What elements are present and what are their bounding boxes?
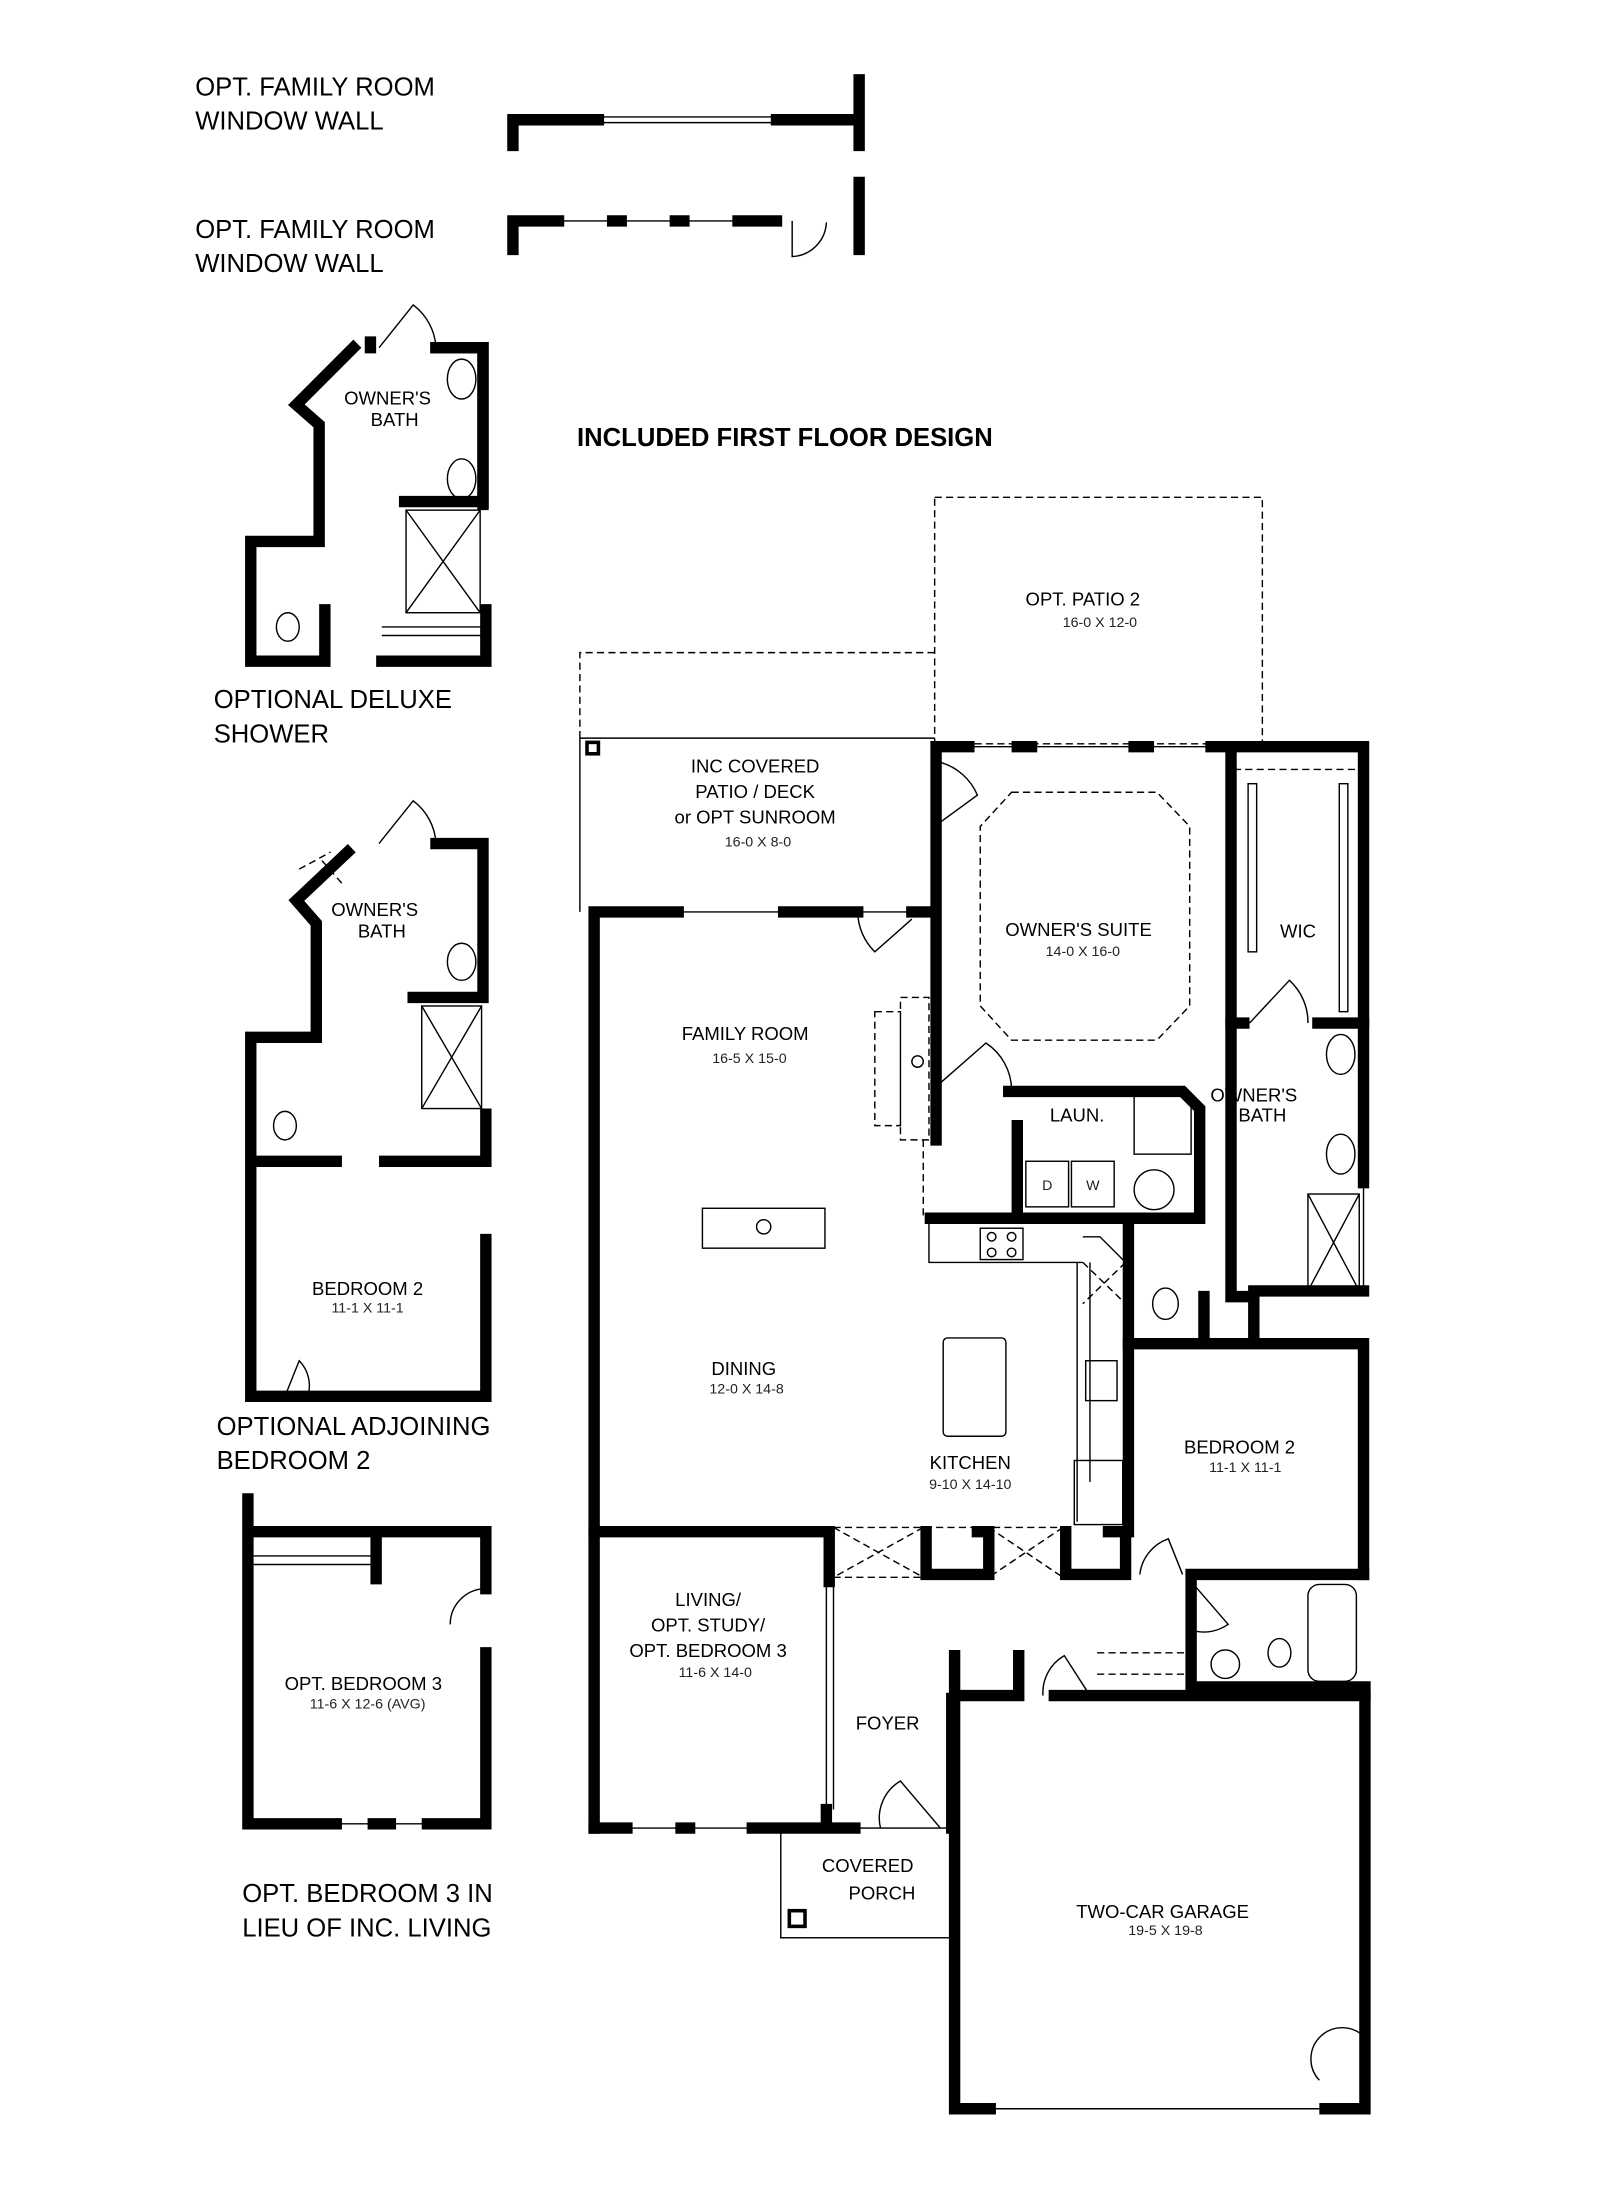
room-label: OPT. STUDY/ xyxy=(651,1614,766,1635)
room-label: FAMILY ROOM xyxy=(682,1023,809,1044)
option-label: WINDOW WALL xyxy=(195,108,383,136)
washer-label: W xyxy=(1086,1178,1100,1194)
room-label: OPT. PATIO 2 xyxy=(1026,589,1141,610)
option-label: OPT. FAMILY ROOM xyxy=(195,74,435,102)
option-label: SHOWER xyxy=(214,720,329,748)
room-dimensions: 16-0 X 12-0 xyxy=(1063,615,1137,631)
room-dimensions: 12-0 X 14-8 xyxy=(709,1382,783,1398)
room-label: PATIO / DECK xyxy=(695,781,815,802)
room-label: TWO-CAR GARAGE xyxy=(1076,1901,1249,1922)
room-label: BATH xyxy=(371,409,419,430)
option-label: WINDOW WALL xyxy=(195,250,383,278)
room-dimensions: 16-5 X 15-0 xyxy=(712,1051,786,1067)
room-label: DINING xyxy=(711,1358,776,1379)
room-label: INC COVERED xyxy=(691,755,820,776)
room-label: KITCHEN xyxy=(930,1452,1011,1473)
room-label: BEDROOM 2 xyxy=(312,1278,423,1299)
room-label: LAUN. xyxy=(1050,1104,1105,1125)
dryer-label: D xyxy=(1042,1178,1052,1194)
room-label: LIVING/ xyxy=(675,1589,742,1610)
room-dimensions: 11-6 X 14-0 xyxy=(679,1665,752,1681)
room-dimensions: 11-6 X 12-6 (AVG) xyxy=(310,1696,426,1712)
option-adjoining-bedroom: OWNER'S BATH BEDROOM 2 11-1 X 11-1 OPTIO… xyxy=(217,799,492,1475)
room-label: OWNER'S xyxy=(1210,1084,1297,1105)
opt-patio-2 xyxy=(933,496,1264,745)
option-label: OPTIONAL DELUXE xyxy=(214,686,452,714)
room-dimensions: 19-5 X 19-8 xyxy=(1128,1923,1202,1939)
option-label: LIEU OF INC. LIVING xyxy=(242,1914,491,1942)
room-label: OWNER'S SUITE xyxy=(1005,919,1152,940)
room-dimensions: 9-10 X 14-10 xyxy=(929,1477,1011,1493)
room-dimensions: 16-0 X 8-0 xyxy=(725,834,792,850)
plan-title: INCLUDED FIRST FLOOR DESIGN xyxy=(577,424,993,452)
room-label: OPT. BEDROOM 3 xyxy=(629,1640,786,1661)
option-window-wall-2: OPT. FAMILY ROOM WINDOW WALL xyxy=(195,176,865,278)
washer xyxy=(1070,1160,1115,1208)
room-label: OPT. BEDROOM 3 xyxy=(285,1673,442,1694)
room-label: BATH xyxy=(1238,1104,1286,1125)
main-plan: D W OPT. PATIO 2 16-0 X 12-0 INC COVERED… xyxy=(579,496,1371,2115)
room-label: or OPT SUNROOM xyxy=(675,807,836,828)
room-label: OWNER'S xyxy=(344,388,431,409)
option-label: OPTIONAL ADJOINING xyxy=(217,1413,491,1441)
room-label: PORCH xyxy=(849,1882,916,1903)
room-label: FOYER xyxy=(856,1713,920,1734)
option-window-wall-1: OPT. FAMILY ROOM WINDOW WALL xyxy=(195,74,865,152)
option-label: OPT. FAMILY ROOM xyxy=(195,216,435,244)
room-label: OWNER'S xyxy=(331,899,418,920)
room-label: COVERED xyxy=(822,1855,914,1876)
room-label: BEDROOM 2 xyxy=(1184,1436,1295,1457)
option-bedroom-3: OPT. BEDROOM 3 11-6 X 12-6 (AVG) OPT. BE… xyxy=(242,1493,493,1942)
option-label: BEDROOM 2 xyxy=(217,1447,371,1475)
room-label: BATH xyxy=(358,921,406,942)
room-dimensions: 14-0 X 16-0 xyxy=(1046,944,1120,960)
option-deluxe-shower: OWNER'S BATH OPTIONAL DELUXE SHOWER xyxy=(214,303,492,748)
room-label: WIC xyxy=(1280,921,1316,942)
room-dimensions: 11-1 X 11-1 xyxy=(331,1300,403,1316)
dryer xyxy=(1025,1160,1070,1208)
room-dimensions: 11-1 X 11-1 xyxy=(1209,1460,1281,1476)
option-label: OPT. BEDROOM 3 IN xyxy=(242,1880,493,1908)
